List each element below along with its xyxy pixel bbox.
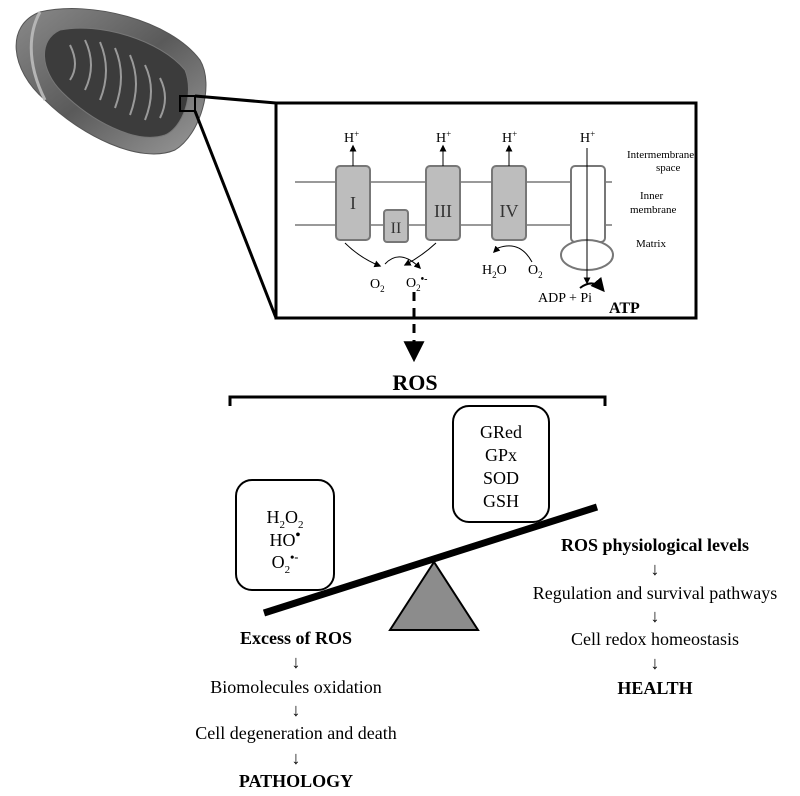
left-arrow-2: ↓ — [292, 700, 301, 720]
complex-iv-label: IV — [500, 201, 519, 221]
redox-homeostasis: Cell redox homeostasis — [571, 629, 739, 649]
biomolecules-oxidation: Biomolecules oxidation — [210, 677, 381, 697]
ros-species-box — [235, 479, 335, 591]
cell-degeneration: Cell degeneration and death — [195, 723, 396, 743]
leak-arrow-i — [344, 242, 382, 268]
label-intermembrane: Intermembrane — [627, 149, 694, 161]
zoom-line-top — [194, 94, 277, 105]
pathology-outcome: PATHOLOGY — [239, 771, 353, 791]
leak-arrow-iii — [403, 242, 437, 266]
ros-bracket — [228, 395, 607, 406]
zoom-square — [179, 95, 196, 112]
proton-label-i: H+ — [344, 129, 359, 146]
excess-ros-heading: Excess of ROS — [240, 628, 352, 648]
complex-ii — [383, 209, 409, 243]
atp-label: ATP — [609, 300, 640, 317]
label-matrix: Matrix — [636, 238, 666, 250]
right-arrow-1: ↓ — [651, 559, 660, 579]
physiological-heading: ROS physiological levels — [561, 535, 749, 555]
antioxidant-sod: SOD — [483, 468, 519, 488]
complex-iv-water-arrow — [493, 245, 533, 263]
antioxidant-gsh: GSH — [483, 491, 519, 511]
zoom-line-bottom — [193, 110, 278, 319]
o2-label-iv: O2 — [528, 263, 543, 280]
right-arrow-2: ↓ — [651, 606, 660, 626]
complex-i-label: I — [350, 193, 356, 213]
adp-pi-label: ADP + Pi — [538, 291, 592, 306]
regulation-survival: Regulation and survival pathways — [533, 583, 777, 603]
left-arrow-3: ↓ — [292, 748, 301, 768]
label-inner: Inner — [640, 190, 664, 202]
ros-title: ROS — [392, 370, 437, 395]
atp-synthase-channel — [570, 165, 606, 243]
water-label: H2O — [482, 263, 507, 280]
label-space: space — [656, 162, 681, 174]
complex-ii-label: II — [391, 220, 402, 237]
hydrogen-peroxide: H2O2 — [267, 507, 304, 531]
scale-beam — [262, 503, 599, 617]
label-membrane: membrane — [630, 204, 677, 216]
antioxidants-box — [452, 405, 550, 523]
proton-label-iv: H+ — [502, 129, 517, 146]
superoxide-label-inset: O2•- — [406, 274, 427, 293]
hydroxyl-radical: HO• — [270, 528, 301, 550]
mitochondrion-image — [15, 8, 207, 155]
antioxidant-gred: GRed — [480, 422, 522, 442]
atp-formation-arrow — [579, 276, 605, 293]
proton-label-atp: H+ — [580, 129, 595, 146]
right-arrow-3: ↓ — [651, 653, 660, 673]
o2-label: O2 — [370, 277, 385, 294]
superoxide-anion: O2•- — [272, 550, 299, 576]
complex-iii-label: III — [434, 201, 452, 221]
antioxidant-gpx: GPx — [485, 445, 517, 465]
o2-reduction-arrow — [384, 256, 421, 269]
scale-fulcrum — [388, 560, 480, 631]
left-arrow-1: ↓ — [292, 652, 301, 672]
health-outcome: HEALTH — [617, 678, 692, 698]
proton-label-iii: H+ — [436, 129, 451, 146]
